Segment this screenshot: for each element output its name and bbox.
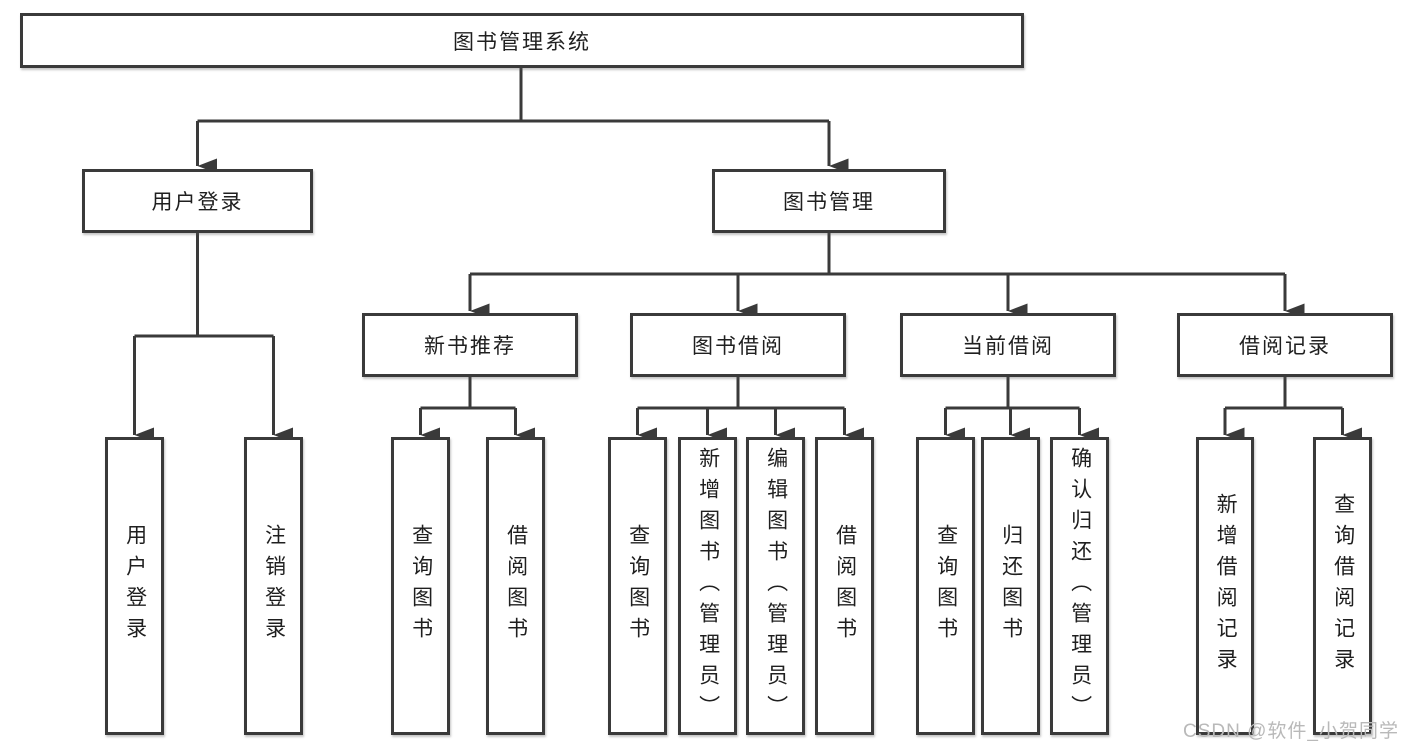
node-recommend-borrow-books: 借阅图书 <box>486 437 545 735</box>
node-label: 图书管理 <box>783 191 875 214</box>
node-confirm-return-admin: 确认归还（管理员） <box>1050 437 1109 735</box>
node-new-book-recommendation: 新书推荐 <box>362 313 578 377</box>
node-label: 当前借阅 <box>962 335 1054 358</box>
node-borrowing-borrow-books: 借阅图书 <box>815 437 874 735</box>
node-leaf-logout: 注销登录 <box>244 437 303 735</box>
connector-book-management-to-level3 <box>468 233 1305 319</box>
node-label: 查询图书 <box>934 524 958 648</box>
node-label: 图书借阅 <box>692 335 784 358</box>
node-label: 图书管理系统 <box>453 30 591 54</box>
node-current-borrowing: 当前借阅 <box>900 313 1116 377</box>
node-label: 确认归还（管理员） <box>1068 446 1092 726</box>
node-label: 借阅图书 <box>833 524 857 648</box>
node-label: 查询借阅记录 <box>1331 493 1355 679</box>
connector-level3-to-leaves <box>419 377 1362 443</box>
node-label: 新增借阅记录 <box>1214 493 1238 679</box>
node-label: 新书推荐 <box>424 335 516 358</box>
connector-user-login-to-leaves <box>133 233 293 443</box>
node-add-books-admin: 新增图书（管理员） <box>678 437 737 735</box>
csdn-watermark: CSDN @软件_小贺同学 <box>1183 721 1399 742</box>
node-label: 查询图书 <box>626 524 650 648</box>
node-library-management-system: 图书管理系统 <box>20 13 1024 68</box>
node-label: 查询图书 <box>409 524 433 648</box>
node-leaf-user-login: 用户登录 <box>105 437 164 735</box>
node-label: 归还图书 <box>999 524 1023 648</box>
connector-root-to-level2 <box>196 68 849 174</box>
node-label: 编辑图书（管理员） <box>764 446 788 726</box>
node-label: 借阅记录 <box>1239 335 1331 358</box>
node-edit-books-admin: 编辑图书（管理员） <box>746 437 805 735</box>
node-return-books: 归还图书 <box>981 437 1040 735</box>
node-label: 借阅图书 <box>504 524 528 648</box>
node-label: 用户登录 <box>123 524 147 648</box>
node-label: 注销登录 <box>262 524 286 648</box>
node-label: 新增图书（管理员） <box>696 446 720 726</box>
node-label: 用户登录 <box>151 191 244 214</box>
node-add-borrow-record: 新增借阅记录 <box>1196 437 1254 735</box>
node-query-borrow-record: 查询借阅记录 <box>1313 437 1372 735</box>
node-recommend-query-books: 查询图书 <box>391 437 450 735</box>
node-user-login: 用户登录 <box>82 169 313 233</box>
node-borrowing-query-books: 查询图书 <box>608 437 667 735</box>
node-current-query-books: 查询图书 <box>916 437 975 735</box>
node-book-management: 图书管理 <box>712 169 946 233</box>
node-book-borrowing: 图书借阅 <box>630 313 846 377</box>
node-borrowing-records: 借阅记录 <box>1177 313 1393 377</box>
